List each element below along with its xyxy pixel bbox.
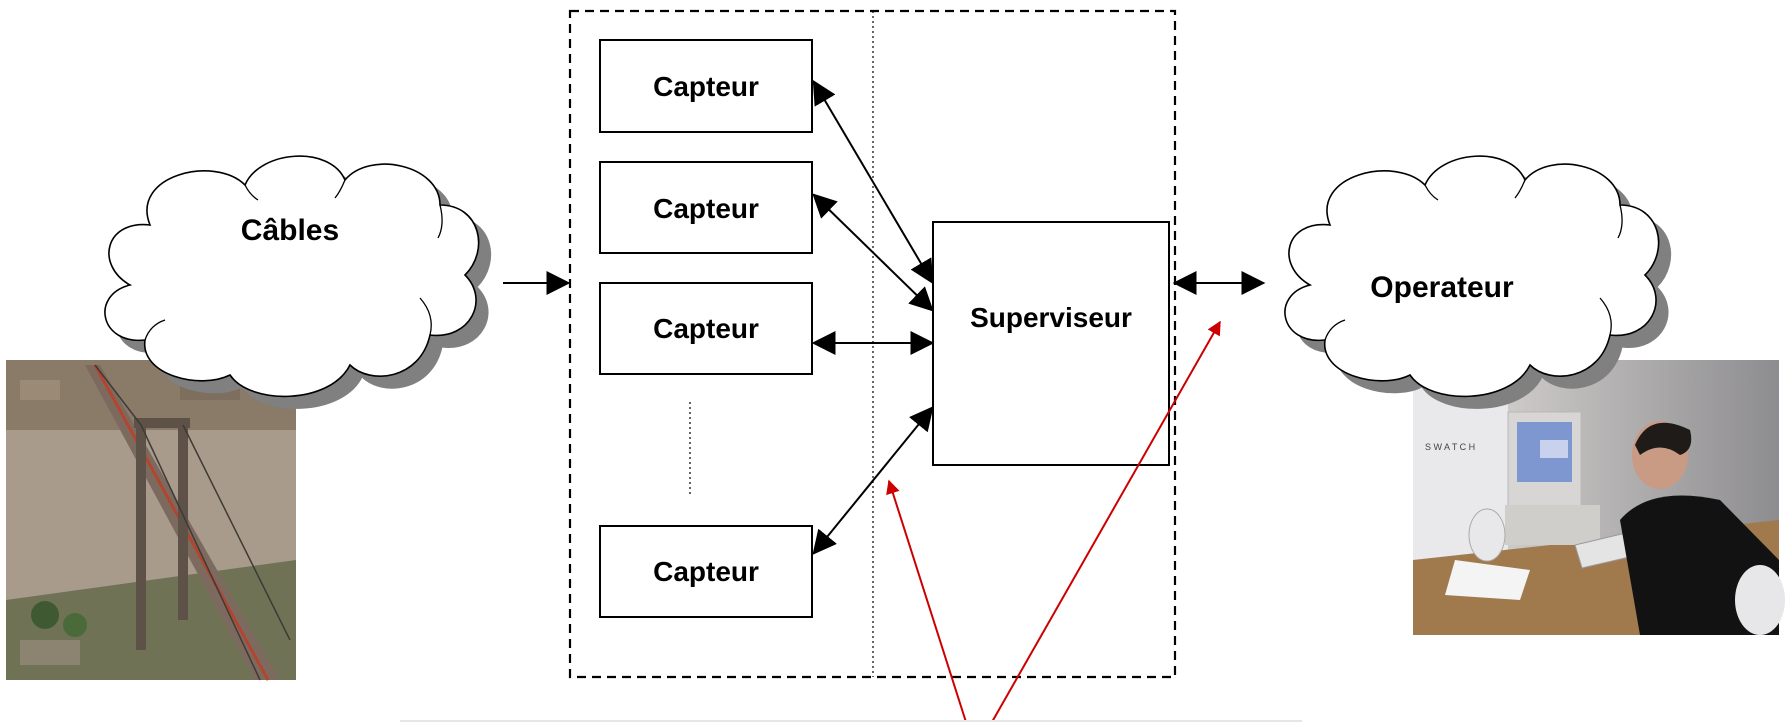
red-annotation-arrow-left [886,479,967,722]
red-annotation-arrow-right [991,320,1221,722]
capteur-box-3 [599,282,813,375]
capteur-label-3: Capteur [653,313,759,344]
arrow-capteur2-superviseur [812,193,934,312]
capteur-box-2 [599,161,813,254]
capteur-label-4: Capteur [653,556,759,587]
bridge-photo [6,360,296,681]
cables-label: Câbles [241,214,339,247]
cables-cloud [104,155,492,409]
capteur-box-4 [599,525,813,618]
capteur-label-1: Capteur [653,71,759,102]
arrow-capteur4-superviseur [812,406,934,555]
superviseur-label: Superviseur [970,302,1132,333]
operateur-label: Operateur [1370,271,1514,304]
svg-text:S W A T C H: S W A T C H [1425,442,1475,452]
capteur-label-2: Capteur [653,193,759,224]
superviseur-box [932,221,1170,466]
capteur-box-1 [599,39,813,133]
operator-photo: S W A T C H [1413,360,1785,635]
operateur-cloud [1284,155,1672,409]
